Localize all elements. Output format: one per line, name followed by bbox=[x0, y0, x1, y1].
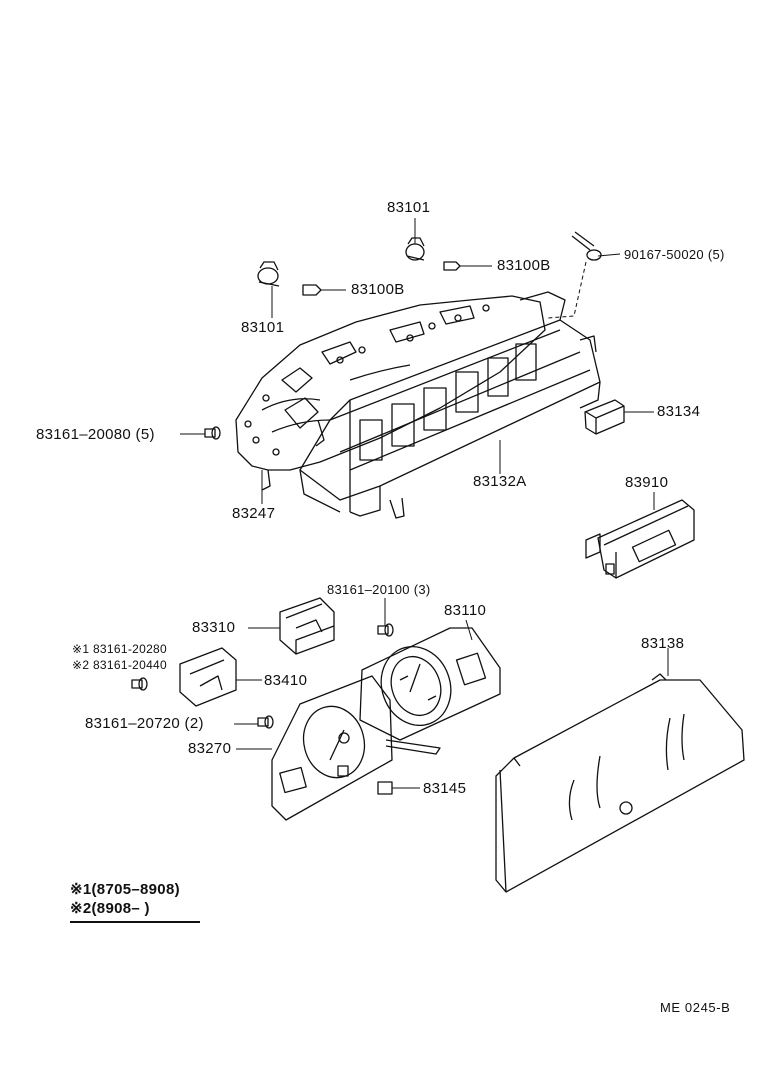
label-83145: 83145 bbox=[423, 780, 467, 797]
label-83270: 83270 bbox=[188, 740, 232, 757]
screw-83161-20100 bbox=[377, 623, 394, 637]
screw-83161-20720 bbox=[257, 715, 274, 729]
label-83161-20100: 83161–20100 (3) bbox=[327, 582, 431, 597]
gauge-83410 bbox=[179, 647, 237, 707]
meter-glass-83138 bbox=[495, 673, 745, 893]
voltmeter-83310 bbox=[279, 597, 335, 655]
label-83910: 83910 bbox=[625, 474, 669, 491]
label-83247: 83247 bbox=[232, 505, 276, 522]
label-83101-left: 83101 bbox=[241, 319, 285, 336]
dashed-leaders bbox=[547, 261, 587, 319]
screw-83161-20280 bbox=[131, 677, 148, 691]
dial-plate-83270 bbox=[271, 675, 441, 821]
label-83161-20080: 83161–20080 (5) bbox=[36, 426, 155, 443]
bulb-top bbox=[443, 261, 461, 271]
plate-83145 bbox=[377, 781, 393, 795]
label-83161-20720: 83161–20720 (2) bbox=[85, 715, 204, 732]
label-83132a: 83132A bbox=[473, 473, 527, 490]
label-83110: 83110 bbox=[444, 602, 487, 619]
label-83100b-left: 83100B bbox=[351, 281, 405, 298]
diagram-reference-code: ME 0245-B bbox=[660, 1000, 731, 1015]
clock-83910 bbox=[585, 499, 695, 579]
screw-83161-20080 bbox=[204, 426, 221, 440]
meter-case bbox=[299, 291, 601, 519]
label-83134: 83134 bbox=[657, 403, 701, 420]
bulb-left bbox=[302, 284, 322, 296]
bulb-socket-top bbox=[405, 237, 425, 261]
legend-underline bbox=[70, 921, 200, 923]
printed-circuit-board bbox=[235, 295, 546, 491]
legend-item-2: ※2(8908– ) bbox=[70, 900, 150, 917]
connector-83134 bbox=[584, 399, 625, 435]
label-90167-50020: 90167-50020 (5) bbox=[624, 247, 725, 262]
label-83410: 83410 bbox=[264, 672, 308, 689]
label-83161-20280: ※1 83161-20280 bbox=[72, 642, 167, 656]
combination-meter-83110 bbox=[359, 627, 501, 741]
label-83161-20440: ※2 83161-20440 bbox=[72, 658, 167, 672]
label-83100b-top: 83100B bbox=[497, 257, 551, 274]
legend-item-1: ※1(8705–8908) bbox=[70, 881, 180, 898]
leader-lines bbox=[180, 218, 669, 789]
bulb-socket-left bbox=[257, 261, 280, 287]
label-83138: 83138 bbox=[641, 635, 685, 652]
label-83101-top: 83101 bbox=[387, 199, 431, 216]
tapping-screw-top bbox=[571, 231, 602, 261]
label-83310: 83310 bbox=[192, 619, 236, 636]
